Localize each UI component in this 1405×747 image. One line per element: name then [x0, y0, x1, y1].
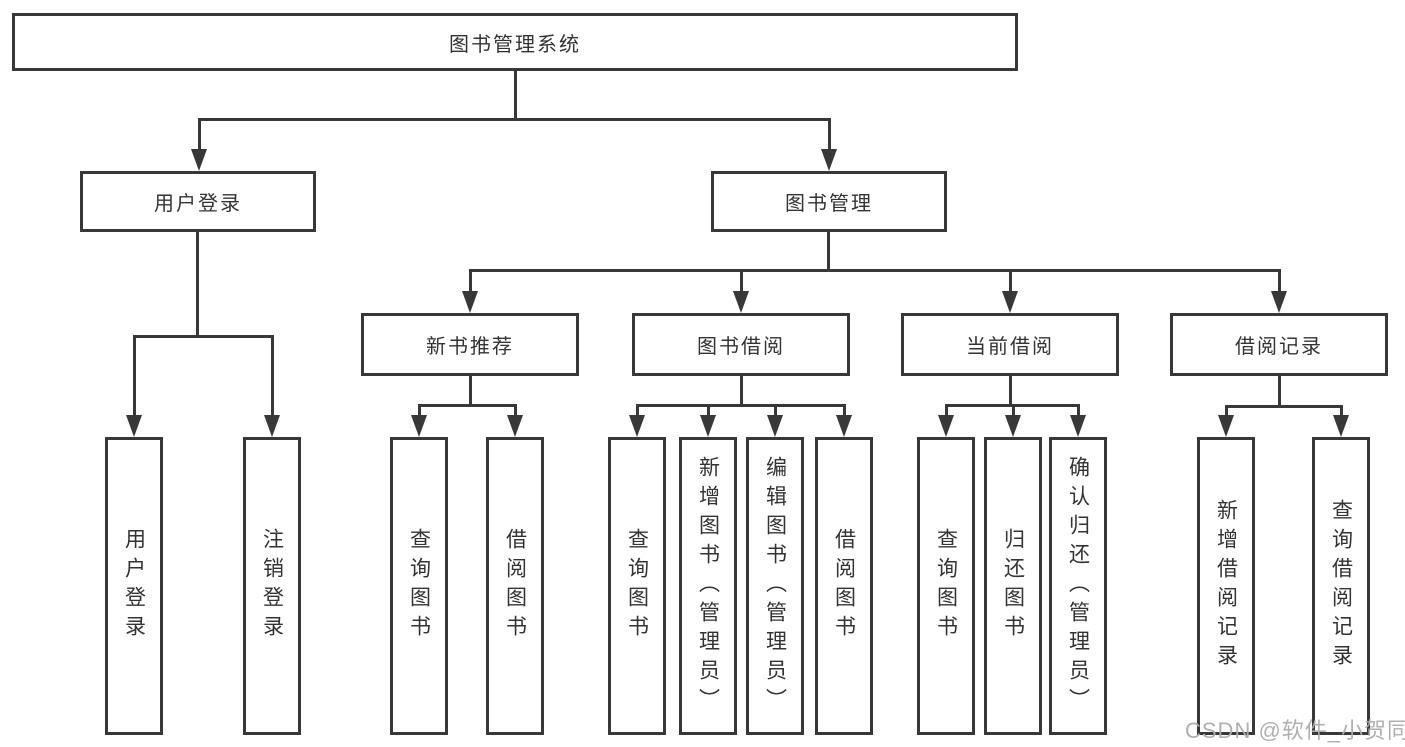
connector-book-management-trunk: [827, 232, 830, 271]
arrow-down-icon: [767, 415, 783, 437]
leaf-add-borrow-record: 新增借阅记录: [1197, 437, 1255, 735]
leaf-borrow-books-borrowing-label: 借阅图书: [832, 528, 856, 644]
leaf-edit-book-admin-label: 编辑图书（管理员）: [763, 455, 787, 717]
connector-user-login-trunk: [196, 232, 199, 337]
arrow-down-icon: [264, 415, 280, 437]
connector-stem: [198, 118, 201, 152]
connector-stem: [469, 269, 472, 295]
connector-stem: [740, 269, 743, 295]
leaf-borrow-books-recommend-label: 借阅图书: [503, 528, 527, 644]
node-current-borrowing-label: 当前借阅: [966, 336, 1054, 358]
leaf-query-books-borrowing-label: 查询图书: [625, 528, 649, 644]
connector-trunk: [1278, 376, 1281, 408]
connector-stem: [271, 335, 274, 419]
connector-trunk: [1009, 376, 1012, 407]
arrow-down-icon: [821, 149, 837, 171]
node-new-book-recommendation-label: 新书推荐: [426, 336, 514, 358]
node-user-login-label: 用户登录: [154, 193, 242, 215]
arrow-down-icon: [126, 415, 142, 437]
connector-stem: [843, 404, 846, 419]
connector-stem: [1077, 404, 1080, 419]
connector-branch: [1225, 405, 1342, 408]
leaf-logout: 注销登录: [243, 437, 301, 735]
arrow-down-icon: [700, 415, 716, 437]
node-borrowing-records-label: 借阅记录: [1235, 336, 1323, 358]
leaf-return-books: 归还图书: [984, 437, 1042, 735]
arrow-down-icon: [1333, 415, 1349, 437]
connector-stem: [636, 404, 639, 419]
leaf-edit-book-admin: 编辑图书（管理员）: [746, 437, 804, 735]
arrow-down-icon: [1271, 291, 1287, 313]
arrow-down-icon: [191, 149, 207, 171]
node-user-login: 用户登录: [80, 171, 316, 232]
leaf-query-books-current: 查询图书: [917, 437, 975, 735]
leaf-borrow-books-recommend: 借阅图书: [486, 437, 544, 735]
leaf-add-borrow-record-label: 新增借阅记录: [1214, 499, 1238, 673]
leaf-logout-label: 注销登录: [260, 528, 284, 644]
leaf-query-books-borrowing: 查询图书: [608, 437, 666, 735]
leaf-user-login-label: 用户登录: [122, 528, 146, 644]
connector-stem: [945, 404, 948, 419]
leaf-query-books-recommend-label: 查询图书: [407, 528, 431, 644]
node-root: 图书管理系统: [12, 13, 1018, 71]
connector-stem: [514, 404, 517, 419]
leaf-add-book-admin-label: 新增图书（管理员）: [696, 455, 720, 717]
arrow-down-icon: [411, 415, 427, 437]
connector-trunk: [740, 376, 743, 407]
connector-stem: [1340, 405, 1343, 419]
connector-stem: [1009, 269, 1012, 295]
arrow-down-icon: [1002, 291, 1018, 313]
leaf-query-books-recommend: 查询图书: [390, 437, 448, 735]
connector-branch: [418, 404, 517, 407]
node-root-label: 图书管理系统: [449, 33, 581, 56]
node-book-borrowing-label: 图书借阅: [697, 336, 785, 358]
watermark: CSDN @软件_小贺同学: [1185, 718, 1405, 743]
leaf-return-books-label: 归还图书: [1001, 528, 1025, 644]
node-borrowing-records: 借阅记录: [1170, 313, 1388, 376]
leaf-query-borrow-record-label: 查询借阅记录: [1329, 499, 1353, 673]
connector-stem: [707, 404, 710, 419]
leaf-user-login: 用户登录: [105, 437, 163, 735]
connector-root-trunk: [514, 71, 517, 120]
arrow-down-icon: [507, 415, 523, 437]
arrow-down-icon: [1005, 415, 1021, 437]
leaf-confirm-return-admin-label: 确认归还（管理员）: [1066, 455, 1090, 717]
connector-stem: [418, 404, 421, 419]
arrow-down-icon: [938, 415, 954, 437]
arrow-down-icon: [733, 291, 749, 313]
arrow-down-icon: [836, 415, 852, 437]
connector-branch: [636, 404, 845, 407]
connector-root-branch: [198, 118, 830, 121]
connector-stem: [774, 404, 777, 419]
node-book-borrowing: 图书借阅: [632, 313, 850, 376]
arrow-down-icon: [629, 415, 645, 437]
connector-stem: [133, 335, 136, 419]
connector-stem: [1012, 404, 1015, 419]
arrow-down-icon: [462, 291, 478, 313]
node-new-book-recommendation: 新书推荐: [361, 313, 579, 376]
connector-stem: [828, 118, 831, 152]
leaf-query-borrow-record: 查询借阅记录: [1312, 437, 1370, 735]
leaf-confirm-return-admin: 确认归还（管理员）: [1049, 437, 1107, 735]
leaf-add-book-admin: 新增图书（管理员）: [679, 437, 737, 735]
arrow-down-icon: [1070, 415, 1086, 437]
arrow-down-icon: [1218, 415, 1234, 437]
leaf-query-books-current-label: 查询图书: [934, 528, 958, 644]
node-current-borrowing: 当前借阅: [901, 313, 1119, 376]
connector-stem: [1278, 269, 1281, 295]
node-book-management-label: 图书管理: [785, 193, 873, 215]
connector-stem: [1225, 405, 1228, 419]
connector-trunk: [469, 376, 472, 407]
leaf-borrow-books-borrowing: 借阅图书: [815, 437, 873, 735]
connector-level3-branch: [469, 269, 1281, 272]
node-book-management: 图书管理: [711, 171, 947, 232]
connector-user-login-branch: [133, 335, 274, 338]
